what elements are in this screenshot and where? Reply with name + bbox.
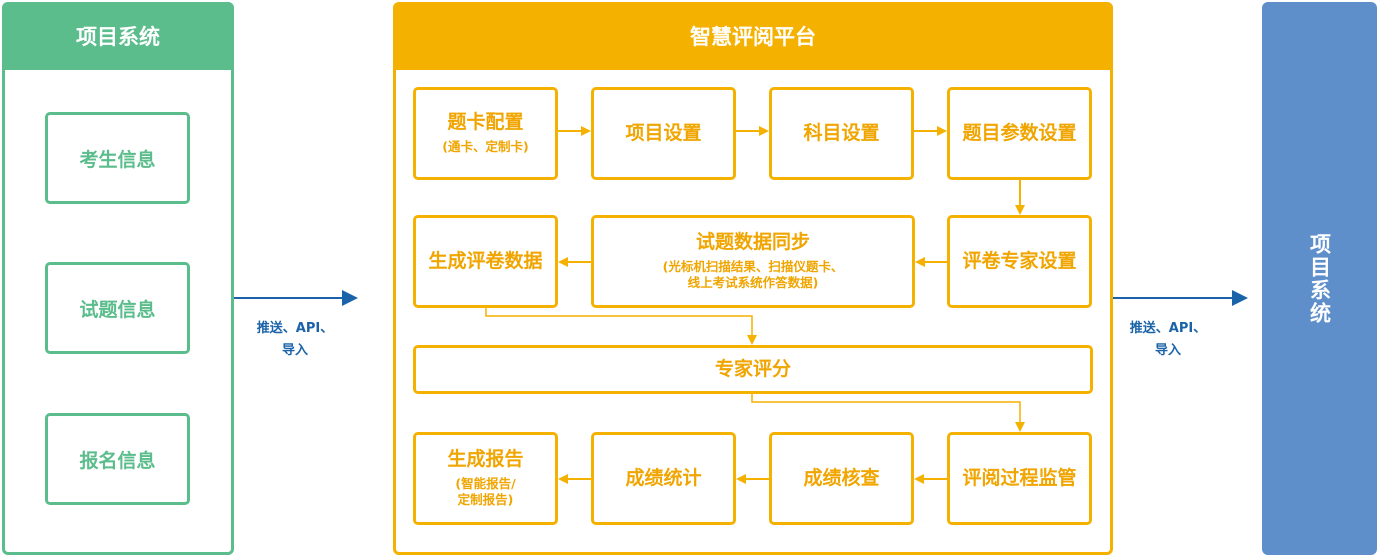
process-monitoring-label: 评阅过程监管 bbox=[962, 466, 1077, 489]
right-system-title: 项目系统 bbox=[1307, 232, 1332, 325]
question-info-box: 试题信息 bbox=[45, 262, 190, 354]
arrow-generate-to-scoring bbox=[485, 308, 757, 345]
arrow-scoring-to-monitoring bbox=[751, 394, 1025, 432]
project-settings-label: 项目设置 bbox=[625, 121, 702, 144]
expert-scoring-label: 专家评分 bbox=[714, 357, 791, 380]
process-monitoring-box: 评阅过程监管 bbox=[947, 432, 1092, 525]
generate-report-box: 生成报告 (智能报告/ 定制报告) bbox=[413, 432, 558, 525]
card-config-sub: (通卡、定制卡) bbox=[442, 138, 529, 154]
candidate-info-box: 考生信息 bbox=[45, 112, 190, 204]
subject-settings-box: 科目设置 bbox=[769, 87, 914, 180]
question-data-sync-sub1: (光标机扫描结果、扫描仪题卡、 bbox=[662, 258, 844, 274]
right-system-panel: 项目系统 bbox=[1262, 2, 1377, 555]
platform-title: 智慧评阅平台 bbox=[393, 2, 1113, 70]
right-link-label: 推送、API、 导入 bbox=[1113, 318, 1223, 362]
card-config-label: 题卡配置 bbox=[447, 111, 524, 134]
expert-settings-label: 评卷专家设置 bbox=[962, 249, 1077, 272]
left-link-label: 推送、API、 导入 bbox=[240, 318, 350, 362]
left-link-line1: 推送、API、 bbox=[256, 321, 334, 336]
generate-scoring-data-box: 生成评卷数据 bbox=[413, 215, 558, 308]
question-params-label: 题目参数设置 bbox=[962, 121, 1077, 144]
expert-scoring-box: 专家评分 bbox=[413, 345, 1093, 394]
question-data-sync-label: 试题数据同步 bbox=[695, 230, 810, 253]
left-link-line2: 导入 bbox=[281, 343, 308, 359]
score-verification-box: 成绩核查 bbox=[769, 432, 914, 525]
right-link-line2: 导入 bbox=[1154, 343, 1181, 359]
generate-scoring-data-label: 生成评卷数据 bbox=[428, 249, 543, 272]
subject-settings-label: 科目设置 bbox=[803, 121, 880, 144]
generate-report-label: 生成报告 bbox=[447, 447, 524, 470]
score-statistics-box: 成绩统计 bbox=[591, 432, 736, 525]
project-settings-box: 项目设置 bbox=[591, 87, 736, 180]
card-config-box: 题卡配置 (通卡、定制卡) bbox=[413, 87, 558, 180]
left-system-title: 项目系统 bbox=[2, 2, 234, 70]
question-data-sync-sub2: 线上考试系统作答数据) bbox=[687, 275, 819, 291]
question-data-sync-box: 试题数据同步 (光标机扫描结果、扫描仪题卡、 线上考试系统作答数据) bbox=[591, 215, 915, 308]
expert-settings-box: 评卷专家设置 bbox=[947, 215, 1092, 308]
score-verification-label: 成绩核查 bbox=[803, 466, 880, 489]
generate-report-sub1: (智能报告/ bbox=[455, 475, 516, 491]
question-params-box: 题目参数设置 bbox=[947, 87, 1092, 180]
registration-info-box: 报名信息 bbox=[45, 413, 190, 505]
right-link-line1: 推送、API、 bbox=[1129, 321, 1207, 336]
generate-report-sub2: 定制报告) bbox=[457, 492, 514, 508]
score-statistics-label: 成绩统计 bbox=[625, 466, 702, 489]
